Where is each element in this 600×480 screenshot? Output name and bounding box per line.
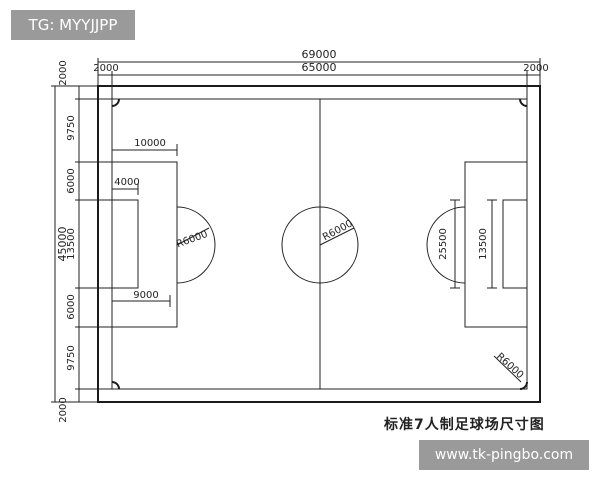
label-center-radius: R6000 (321, 218, 355, 243)
watermark-top: TG: MYYJJPP (11, 10, 135, 40)
center-radius-line (319, 227, 355, 246)
label-margin-bottom: 2000 (58, 397, 69, 422)
diagram-caption: 标准7人制足球场尺寸图 (384, 417, 545, 433)
label-goal-area-depth: 4000 (114, 177, 139, 188)
label-penalty-width: 25500 (438, 228, 449, 260)
outer-boundary (97, 85, 541, 403)
corner-radius-line (493, 355, 522, 383)
label-v-9750-bottom: 9750 (66, 345, 77, 370)
center-circle (281, 206, 359, 284)
right-goal-area (502, 199, 528, 289)
right-penalty-area (464, 161, 528, 328)
label-total-width: 45000 (56, 227, 69, 262)
corner-arc-bl (111, 381, 120, 390)
label-v-6000-bottom: 6000 (66, 294, 77, 319)
corner-arc-br (519, 381, 528, 390)
left-penalty-arc (176, 206, 216, 284)
watermark-bottom: www.tk-pingbo.com (419, 440, 589, 470)
label-v-13500: 13500 (66, 228, 77, 260)
arc-radius-line (176, 227, 210, 246)
label-margin-right: 2000 (523, 63, 548, 74)
label-goal-area-width: 13500 (478, 228, 489, 260)
corner-arc-tl (111, 98, 120, 107)
corner-arc-tr (519, 98, 528, 107)
label-penalty-spot: 9000 (133, 290, 158, 301)
label-v-9750-top: 9750 (66, 115, 77, 140)
label-margin-top: 2000 (58, 60, 69, 85)
label-arc-radius: R6000 (175, 229, 209, 250)
label-margin-left: 2000 (93, 63, 118, 74)
label-total-length: 69000 (302, 48, 337, 61)
label-penalty-depth: 10000 (134, 138, 166, 149)
label-corner-radius: R6000 (494, 351, 525, 381)
label-v-6000-top: 6000 (66, 168, 77, 193)
left-goal-area (111, 199, 139, 289)
right-penalty-arc (426, 206, 466, 284)
label-field-length: 65000 (302, 61, 337, 74)
